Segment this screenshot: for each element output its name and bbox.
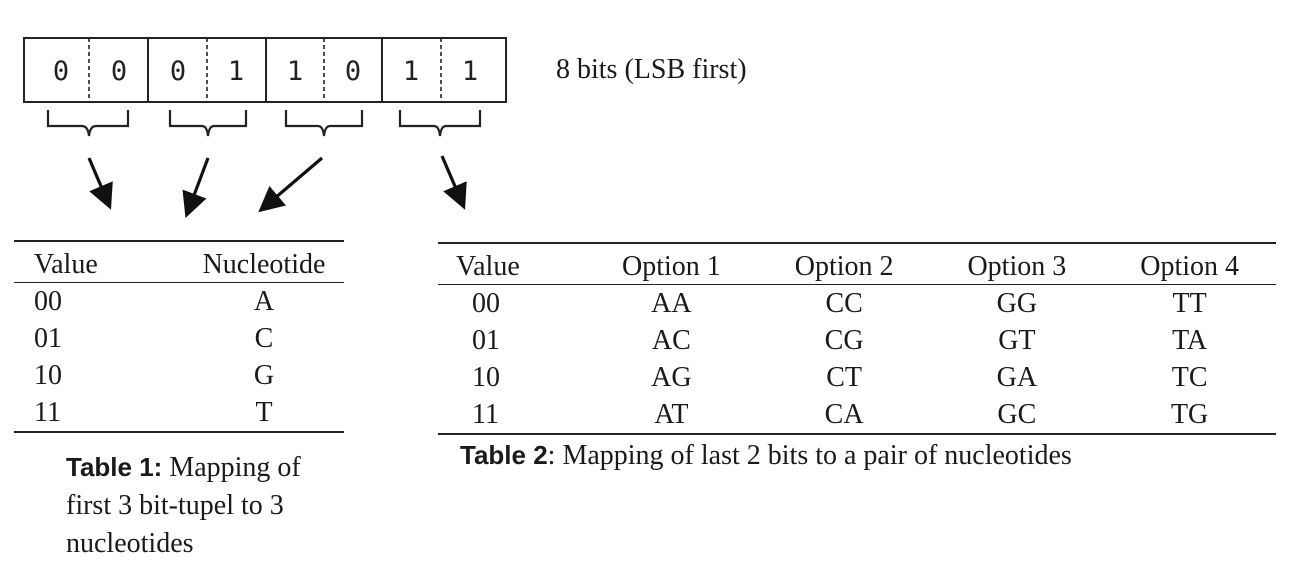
bit-value: 0	[110, 56, 128, 87]
bit-value: 1	[286, 56, 304, 87]
cell-value: 11	[34, 397, 61, 428]
brace-pair-3	[284, 110, 364, 137]
table-2-mapping: Value Option 1 Option 2 Option 3 Option …	[438, 242, 1276, 435]
cell-option: CC	[825, 288, 863, 319]
cell-option: AC	[651, 325, 691, 356]
table-1-mapping: Value Nucleotide 00 A 01 C 10 G 11 T	[14, 240, 344, 433]
cell-option: GC	[997, 399, 1037, 430]
cell-option: AG	[651, 362, 692, 393]
table-row: 01 AC CG GT TA	[438, 322, 1276, 359]
arrow-pair-4	[440, 155, 467, 210]
brace-pair-1	[46, 110, 130, 137]
table-row: 00 AA CC GG TT	[438, 285, 1276, 323]
table-header-row: Value Option 1 Option 2 Option 3 Option …	[438, 243, 1276, 285]
bit-value: 1	[227, 56, 245, 87]
table-2-caption-text: : Mapping of last 2 bits to a pair of nu…	[547, 440, 1072, 471]
table-header-row: Value Nucleotide	[14, 241, 344, 283]
cell-option: TC	[1171, 362, 1208, 393]
bit-register-graphics	[23, 37, 507, 218]
table-1-caption: Table 1: Mapping of first 3 bit-tupel to…	[66, 448, 326, 563]
cell-value: 00	[472, 288, 500, 319]
header-option-4: Option 4	[1140, 251, 1239, 282]
header-option-3: Option 3	[967, 251, 1067, 282]
bit-value: 0	[169, 56, 187, 87]
cell-option: CT	[826, 362, 862, 393]
cell-nucleotide: C	[254, 323, 274, 354]
table-row: 11 AT CA GC TG	[438, 396, 1276, 434]
cell-option: TG	[1170, 399, 1209, 430]
arrow-pair-1	[87, 157, 113, 210]
cell-option: GG	[996, 288, 1038, 319]
cell-value: 10	[34, 360, 62, 391]
cell-value: 00	[34, 286, 62, 317]
table-2-caption-label: Table 2	[460, 440, 548, 470]
cell-option: TT	[1172, 288, 1207, 319]
brace-pair-2	[168, 110, 248, 137]
cell-nucleotide: T	[255, 397, 273, 428]
cell-nucleotide: A	[253, 286, 275, 317]
table-row: 10 AG CT GA TC	[438, 359, 1276, 396]
header-value: Value	[34, 249, 98, 280]
cell-option: AA	[651, 288, 692, 319]
bit-value: 1	[402, 56, 420, 87]
cell-option: CA	[824, 399, 864, 430]
header-nucleotide: Nucleotide	[202, 249, 326, 280]
table-row: 01 C	[14, 320, 344, 357]
table-1-caption-text: Mapping of first 3 bit-tupel to 3 nucleo…	[66, 452, 301, 559]
cell-option: TA	[1172, 325, 1208, 356]
cell-value: 01	[34, 323, 62, 354]
bit-register-diagram: 0 0 0 1 1 0 1 1 8 bits (LSB first)	[0, 0, 1293, 240]
cell-value: 11	[472, 399, 499, 430]
table-row: 00 A	[14, 283, 344, 321]
bits-caption: 8 bits (LSB first)	[556, 54, 747, 85]
table-1-caption-label: Table 1:	[66, 452, 163, 482]
cell-option: AT	[654, 399, 689, 430]
bit-value: 1	[461, 56, 479, 87]
table-row: 11 T	[14, 394, 344, 432]
cell-option: CG	[824, 325, 864, 356]
cell-value: 01	[472, 325, 500, 356]
header-value: Value	[456, 251, 520, 282]
bit-value: 0	[344, 56, 362, 87]
bit-value: 0	[52, 56, 70, 87]
table-row: 10 G	[14, 357, 344, 394]
cell-option: GA	[996, 362, 1038, 393]
brace-pair-4	[398, 110, 482, 137]
cell-nucleotide: G	[253, 360, 275, 391]
cell-option: GT	[998, 325, 1036, 356]
cell-value: 10	[472, 362, 500, 393]
header-option-1: Option 1	[621, 251, 721, 282]
header-option-2: Option 2	[794, 251, 894, 282]
arrow-pair-2	[182, 157, 210, 218]
arrow-pair-3	[258, 156, 324, 213]
table-2-caption: Table 2: Mapping of last 2 bits to a pai…	[460, 436, 1260, 475]
